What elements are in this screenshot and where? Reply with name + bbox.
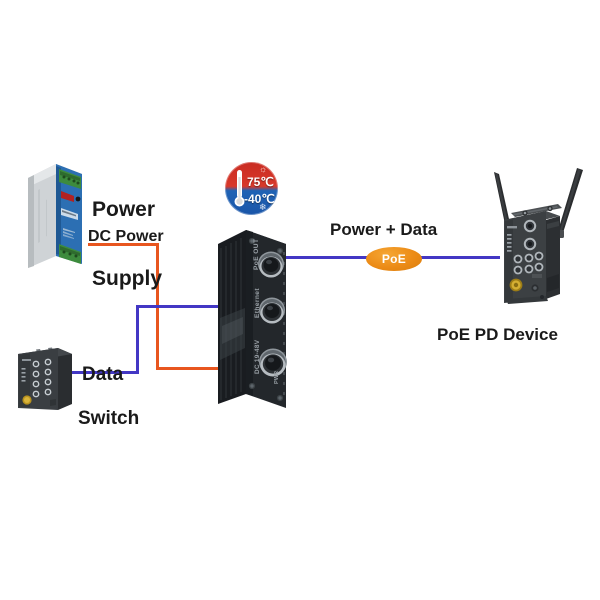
antenna-right-icon [556,168,583,238]
cable-dc-power-segment-horizontal-top [88,243,159,246]
poe-badge-label: PoE [381,252,407,266]
cable-data-segment-horizontal-left [53,371,139,374]
temperature-high-value: 75℃ [247,175,274,189]
snowflake-icon: ❄ [259,202,267,212]
poe-badge: PoE [366,247,422,271]
thermometer-icon [234,170,245,207]
label-switch: Switch [78,408,140,429]
port-pwr-sublabel: PWR [274,371,280,384]
port-dc-pwr-label: DC 19-48V [254,339,261,374]
label-data: Data [82,364,124,385]
sun-icon: ☼ [259,164,268,174]
label-power-supply-line2: Supply [92,267,163,290]
port-poe-out-label: PoE OUT [253,239,260,270]
device-poe-injector: PoE OUT Ethernet DC 19-48V PWR [212,222,312,412]
port-ethernet-connector [259,297,285,324]
temperature-low-value: -40℃ [244,192,275,206]
port-poe-out-connector [258,251,284,278]
cable-data-segment-horizontal-right [136,305,250,308]
label-dc-power: DC Power [88,228,164,245]
label-power-supply-line1: Power [92,198,156,221]
label-power-supply: Power Supply [92,152,162,336]
port-dc-pwr-connector [259,348,287,377]
label-poe-pd-device: PoE PD Device [437,325,558,344]
label-power-plus-data: Power + Data [330,220,438,239]
device-switch [10,342,80,412]
device-poe-pd [480,166,590,316]
cable-data-segment-vertical [136,305,139,374]
port-ethernet-label: Ethernet [254,288,261,318]
cable-dc-power-segment-horizontal-bottom [156,367,250,370]
temperature-range-badge: ☼ ❄ 75℃ -40℃ [225,162,278,215]
cable-power-plus-data-stub [486,256,500,259]
device-power-supply [26,160,92,270]
